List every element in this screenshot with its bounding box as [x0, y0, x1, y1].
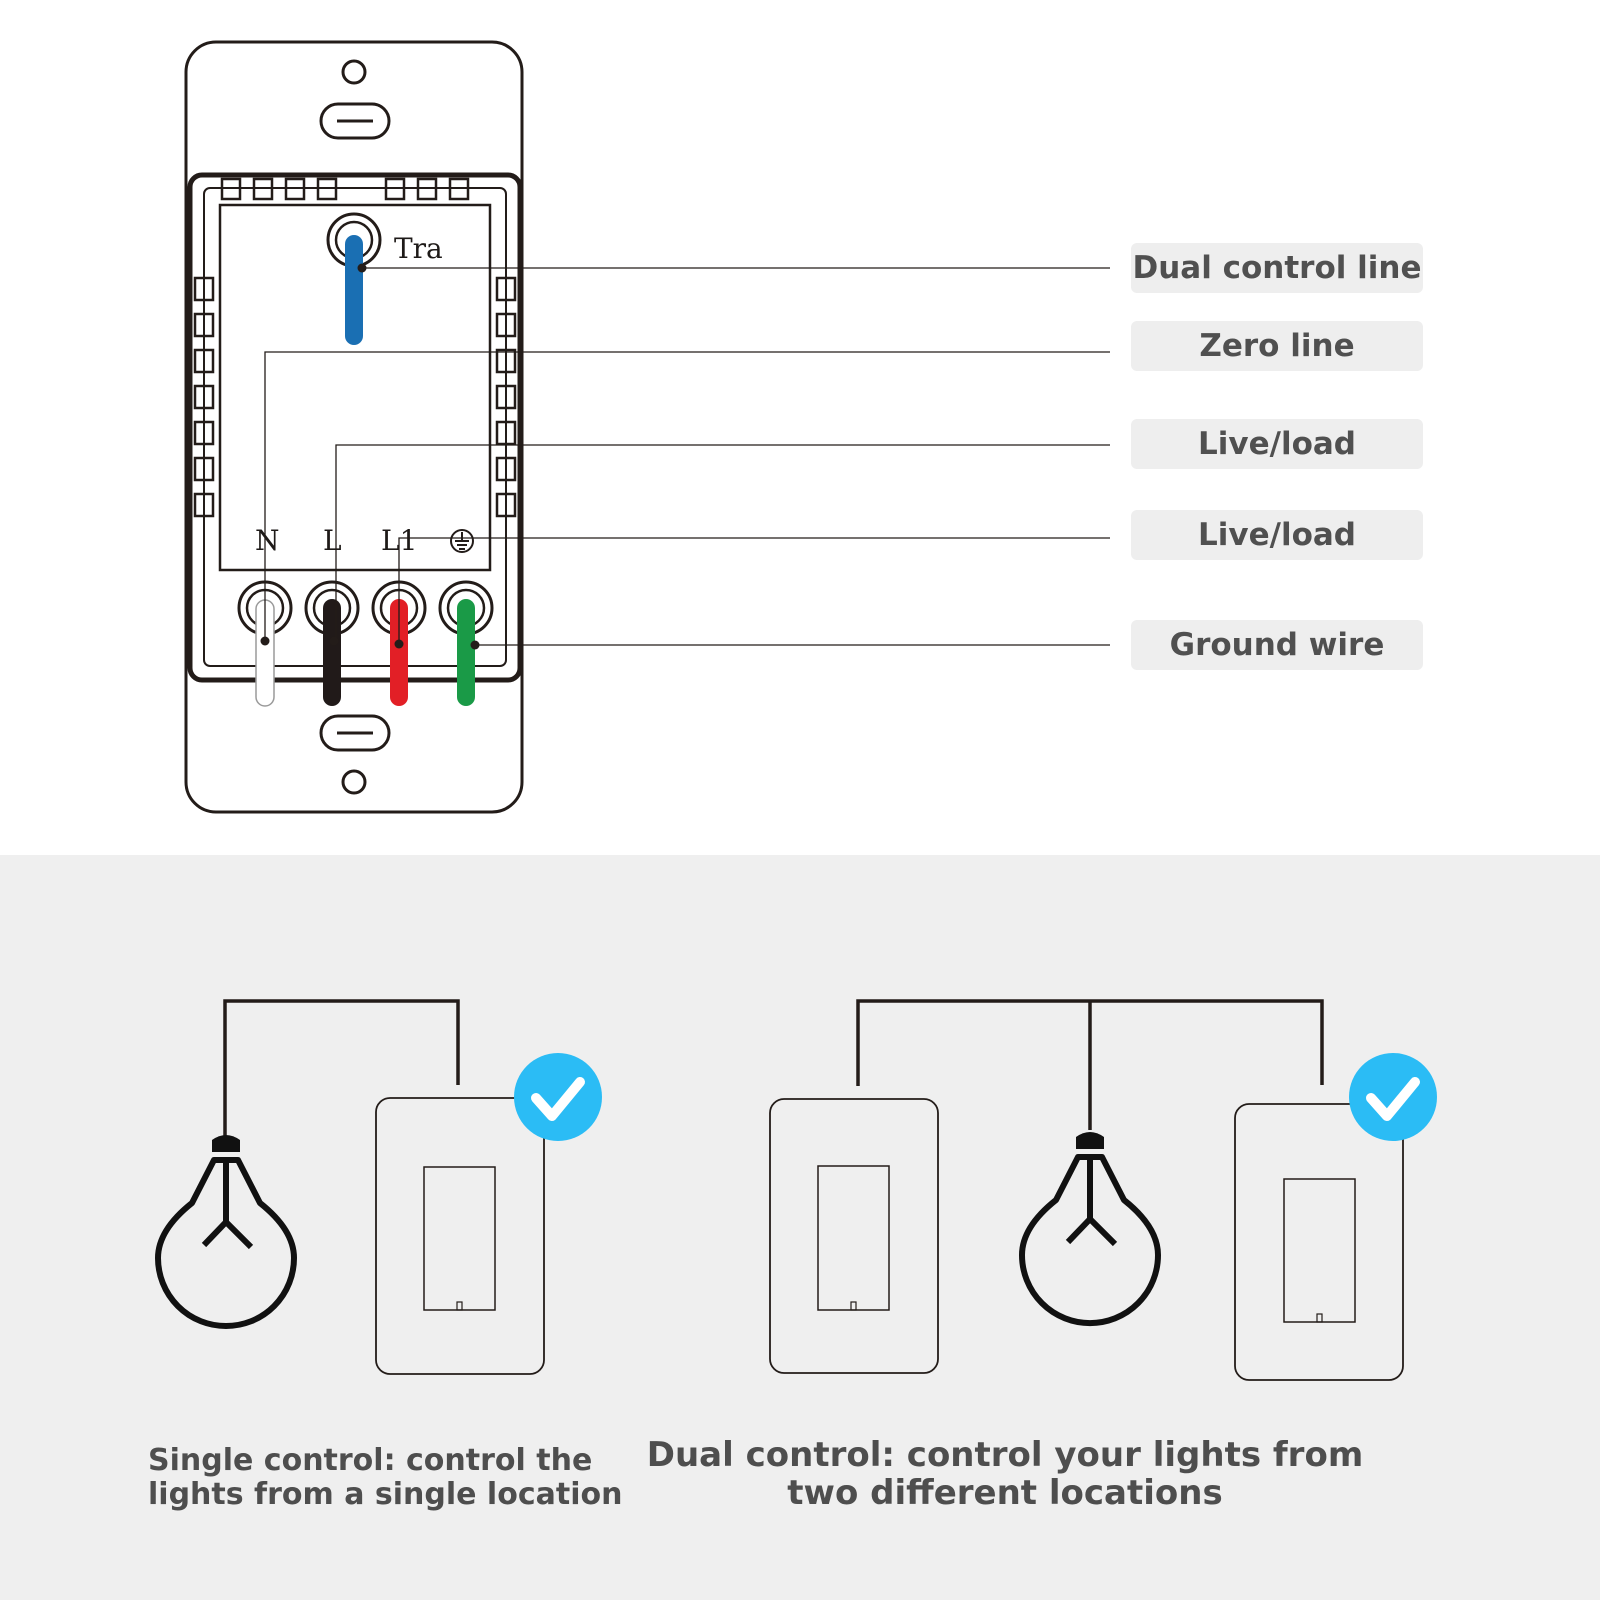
ground-icon	[450, 529, 474, 553]
dual-control-diagram	[769, 999, 1437, 1381]
single-control-caption: Single control: control the lights from …	[148, 1444, 622, 1511]
caption-line: lights from a single location	[148, 1476, 623, 1512]
dual-control-caption: Dual control: control your lights from t…	[640, 1436, 1370, 1512]
control-modes-panel	[0, 855, 1600, 1600]
check-icon	[514, 1053, 602, 1141]
frame-clips	[193, 177, 517, 518]
terminal-label-n: N	[255, 524, 280, 557]
legend-live-load-2: Live/load	[1131, 510, 1423, 560]
legend-zero-line: Zero line	[1131, 321, 1423, 371]
dual-control-terminal: Tra	[326, 212, 443, 345]
caption-line: two different locations	[787, 1473, 1223, 1514]
caption-line: Single control: control the	[148, 1443, 593, 1478]
wall-switch-icon	[1234, 1103, 1404, 1381]
switch-plate	[184, 40, 524, 814]
terminal-label-l: L	[323, 524, 342, 557]
legend-live-load-1: Live/load	[1131, 419, 1423, 469]
light-bulb-icon	[1019, 1132, 1161, 1326]
leader-dots	[260, 263, 480, 650]
legend-dual-control-line: Dual control line	[1131, 243, 1423, 293]
single-control-diagram	[155, 999, 602, 1375]
legend-ground-wire: Ground wire	[1131, 620, 1423, 670]
wall-switch-icon	[375, 1097, 545, 1375]
light-bulb-icon	[155, 1135, 297, 1329]
check-icon	[1349, 1053, 1437, 1141]
leader-lines	[264, 267, 1110, 646]
wall-switch-icon	[769, 1098, 939, 1374]
terminal-label-tra: Tra	[394, 232, 443, 265]
caption-line: Dual control: control your lights from	[646, 1435, 1364, 1475]
